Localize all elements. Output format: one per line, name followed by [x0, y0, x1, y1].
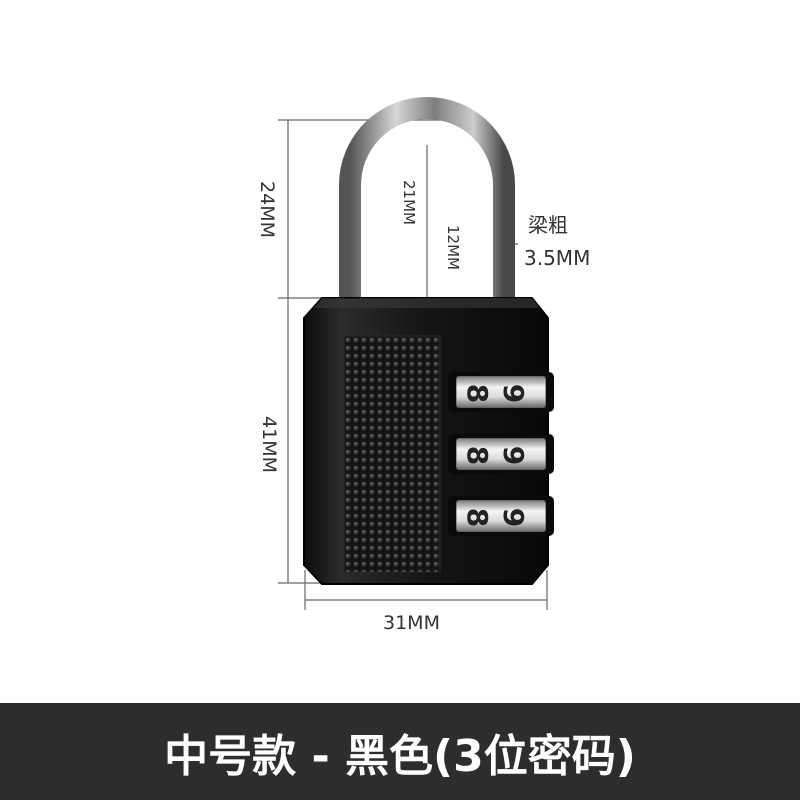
shackle-thickness-label: 梁粗	[528, 213, 568, 237]
dial-2-digit-b: 9	[497, 445, 531, 466]
dial-wheel-2[interactable]: 8 9	[456, 438, 546, 470]
shackle	[339, 97, 515, 305]
caption-bar: 中号款 - 黑色(3位密码)	[0, 703, 800, 800]
grip-texture	[343, 335, 441, 573]
dial-1-digit-b: 9	[497, 383, 531, 404]
dial-1-digit-a: 8	[461, 383, 495, 404]
dial-3-digit-a: 8	[461, 507, 495, 528]
dimension-lines	[278, 119, 548, 610]
caption-text: 中号款 - 黑色(3位密码)	[164, 730, 636, 782]
dial-2-digit-a: 8	[461, 445, 495, 466]
dial-3-digit-b: 9	[497, 507, 531, 528]
shackle-height-label: 24MM	[255, 181, 278, 238]
shackle-thickness-value: 3.5MM	[524, 246, 591, 270]
dial-wheel-3[interactable]: 8 9	[456, 500, 546, 532]
shackle-inner-height-label: 21MM	[399, 180, 418, 225]
shackle-clearance-label: 12MM	[443, 225, 462, 270]
dial-wheel-1[interactable]: 8 9	[456, 376, 546, 408]
body-height-label: 41MM	[257, 416, 280, 473]
body-width-label: 31MM	[383, 612, 440, 634]
